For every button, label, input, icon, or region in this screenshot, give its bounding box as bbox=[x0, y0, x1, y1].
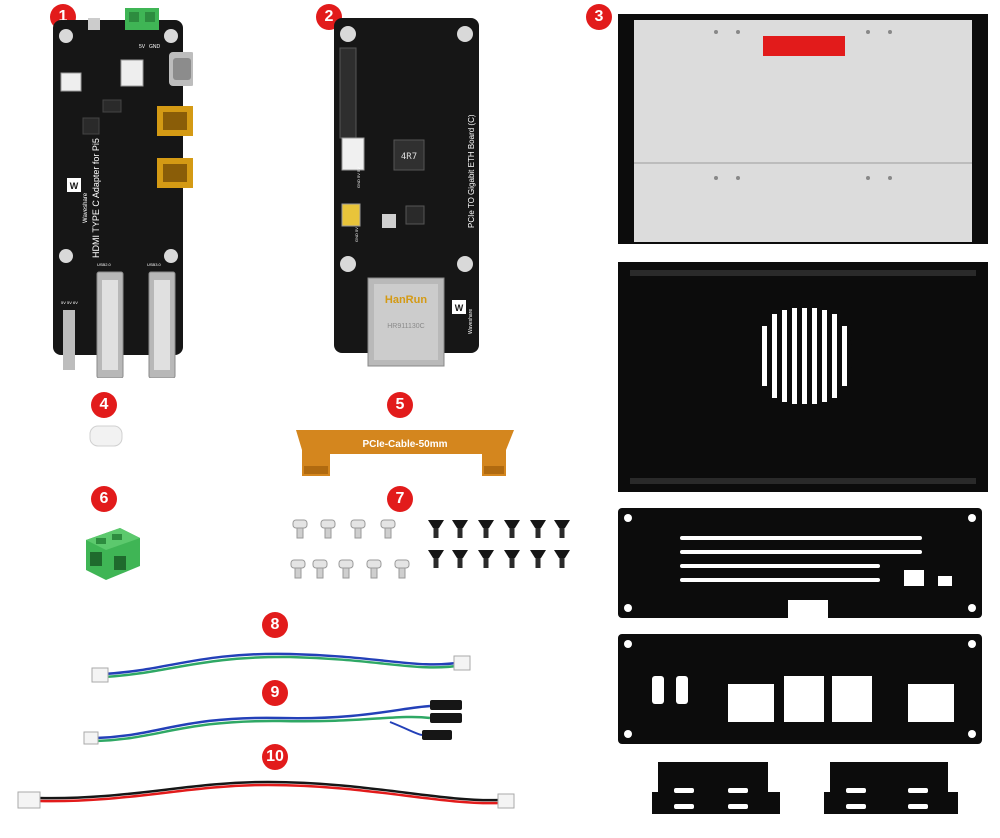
badge-8: 8 bbox=[262, 612, 288, 638]
screw-set bbox=[290, 519, 570, 579]
fan-grille bbox=[762, 308, 847, 404]
jack-model: HR911130C bbox=[387, 323, 425, 330]
badge-6: 6 bbox=[91, 486, 117, 512]
screw-terminal-block bbox=[86, 528, 140, 580]
svg-text:W: W bbox=[70, 181, 79, 191]
fan-cable bbox=[91, 652, 471, 683]
badge-4: 4 bbox=[91, 392, 117, 418]
board1-silk-5v: 5V bbox=[139, 44, 146, 50]
badge-7: 7 bbox=[387, 486, 413, 512]
pcie-flex-cable: PCIe-Cable-50mm bbox=[296, 430, 514, 476]
board1-title: HDMI TYPE C Adapter for Pi5 bbox=[91, 138, 101, 258]
badge-9: 9 bbox=[262, 680, 288, 706]
board1-brand: Waveshare bbox=[83, 192, 89, 223]
board2-inductor-label: 4R7 bbox=[401, 152, 417, 162]
dupont-cable bbox=[83, 700, 462, 745]
pcie-eth-board: 4R7 GND 5V 5V GND 5V PCIe TO Gigabit ETH… bbox=[334, 18, 479, 367]
board2-silk-1: GND 5V 5V bbox=[356, 167, 361, 188]
badge-3: 3 bbox=[586, 4, 612, 30]
board2-title: PCIe TO Gigabit ETH Board (C) bbox=[467, 114, 476, 228]
board1-silk-usb2: USB2.0 bbox=[97, 262, 112, 267]
power-cable bbox=[17, 780, 515, 809]
board1-silk-usb3: USB3.0 bbox=[147, 262, 162, 267]
aluminum-case-parts bbox=[618, 14, 988, 814]
svg-text:W: W bbox=[455, 303, 464, 313]
board1-silk-power: 5V 5V 6V bbox=[61, 300, 78, 305]
badge-10: 10 bbox=[262, 744, 288, 770]
hdmi-adapter-board: W HDMI TYPE C Adapter for Pi5 Waveshare … bbox=[53, 8, 193, 378]
board1-silk-gnd: GND bbox=[149, 44, 161, 50]
cable-label: PCIe-Cable-50mm bbox=[362, 439, 447, 450]
board2-brand: Waveshare bbox=[468, 309, 474, 334]
board2-silk-2: GND 5V bbox=[354, 227, 359, 242]
jack-brand: HanRun bbox=[385, 294, 427, 306]
badge-5: 5 bbox=[387, 392, 413, 418]
rubber-foot bbox=[89, 425, 123, 447]
